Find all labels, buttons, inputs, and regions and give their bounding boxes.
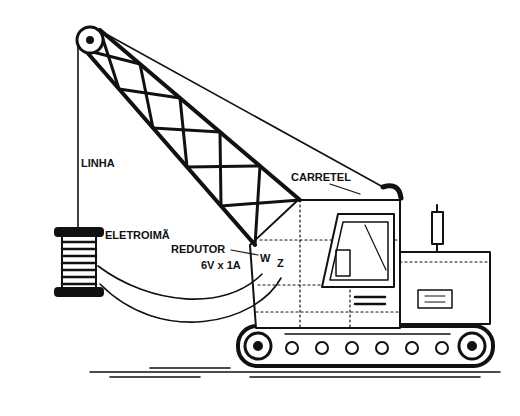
crawler-track	[238, 326, 493, 366]
leader-lines	[231, 184, 360, 255]
part-label: REDUTOR	[170, 243, 226, 255]
part-label: LINHA	[80, 157, 116, 169]
part-label: ELETROIMÃ	[104, 229, 171, 241]
crane-body	[250, 200, 490, 328]
lattice-boom	[77, 27, 300, 245]
part-label: 6V x 1A	[200, 259, 242, 271]
part-label: CARRETEL	[290, 171, 352, 183]
wires	[98, 266, 281, 322]
part-label: W	[259, 252, 271, 264]
ground-hatching	[90, 368, 500, 377]
electromagnet	[55, 46, 103, 296]
part-label: Z	[276, 257, 285, 269]
